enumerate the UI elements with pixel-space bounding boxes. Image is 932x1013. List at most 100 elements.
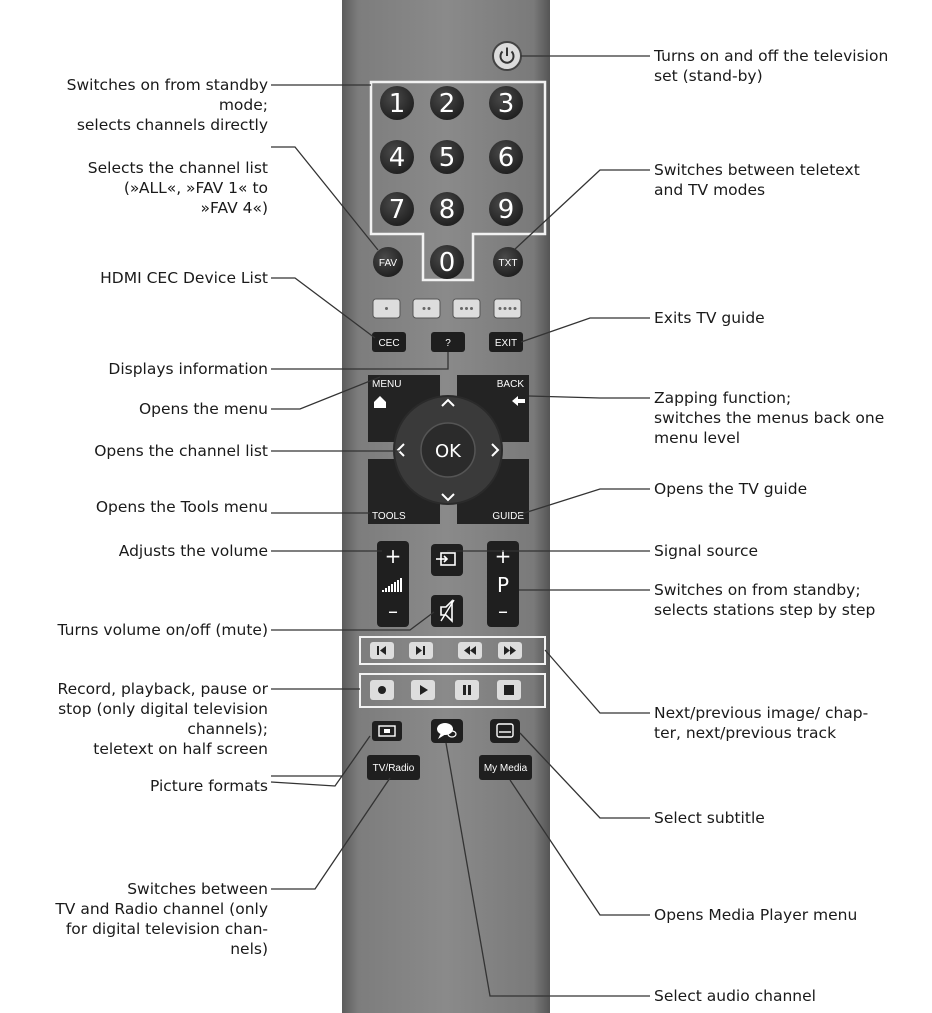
subtitle-button[interactable]: [490, 719, 520, 743]
info-button[interactable]: ?: [431, 332, 465, 352]
svg-text:My Media: My Media: [484, 763, 528, 774]
digit-key-3[interactable]: 3: [489, 86, 523, 120]
label-tv-radio: Switches between TV and Radio channel (o…: [55, 880, 268, 958]
label-audio-channel: Select audio channel: [654, 987, 816, 1005]
svg-text:6: 6: [498, 143, 515, 173]
mute-button[interactable]: [431, 595, 463, 627]
label-back: Zapping function; switches the menus bac…: [654, 389, 885, 447]
svg-text:OK: OK: [435, 441, 462, 462]
source-button[interactable]: [431, 544, 463, 576]
svg-text:3: 3: [498, 89, 515, 119]
stop-icon: [504, 685, 514, 695]
svg-text:TV/Radio: TV/Radio: [373, 763, 415, 774]
label-guide: Opens the TV guide: [654, 480, 808, 498]
right-arrow-icon: [491, 443, 500, 457]
picture-format-button[interactable]: [372, 721, 402, 741]
power-button[interactable]: [492, 41, 522, 71]
svg-text:+: +: [385, 544, 402, 568]
digit-key-6[interactable]: 6: [489, 140, 523, 174]
svg-text:BACK: BACK: [497, 379, 525, 390]
mute-speaker-icon: [440, 599, 455, 623]
svg-text:?: ?: [445, 338, 451, 349]
subtitle-icon: [496, 723, 514, 738]
digit-key-7[interactable]: 7: [380, 192, 414, 226]
svg-text:8: 8: [439, 195, 456, 225]
cec-button[interactable]: CEC: [372, 332, 406, 352]
digit-key-8[interactable]: 8: [430, 192, 464, 226]
svg-text:EXIT: EXIT: [495, 338, 517, 349]
stop-button[interactable]: [497, 680, 521, 700]
pause-button[interactable]: [455, 680, 479, 700]
label-picture-formats: Picture formats: [149, 777, 268, 795]
svg-text:–: –: [388, 599, 398, 623]
svg-text:2: 2: [439, 89, 456, 119]
skip-previous-icon: [377, 646, 386, 655]
digit-key-1[interactable]: 1: [380, 86, 414, 120]
exit-button[interactable]: EXIT: [489, 332, 523, 352]
digit-key-2[interactable]: 2: [430, 86, 464, 120]
svg-text:FAV: FAV: [379, 258, 397, 269]
volume-rocker[interactable]: + –: [377, 541, 409, 627]
volume-level-icon: [382, 578, 402, 592]
digit-key-9[interactable]: 9: [489, 192, 523, 226]
skip-next-button[interactable]: [409, 642, 433, 659]
svg-text:0: 0: [439, 248, 456, 278]
svg-text:P: P: [497, 573, 509, 597]
label-teletext: Switches between teletext and TV modes: [654, 161, 860, 199]
label-standby-digits: Switches on from standby mode; selects c…: [66, 76, 268, 134]
record-button[interactable]: [370, 680, 394, 700]
rewind-button[interactable]: [458, 642, 482, 659]
label-exit: Exits TV guide: [654, 309, 765, 327]
play-button[interactable]: [411, 680, 435, 700]
down-arrow-icon: [441, 493, 455, 502]
svg-text:4: 4: [389, 143, 406, 173]
color-key-yellow[interactable]: [452, 298, 481, 319]
up-arrow-icon: [441, 398, 455, 407]
label-mute: Turns volume on/off (mute): [57, 621, 268, 639]
ok-button[interactable]: OK: [420, 422, 476, 478]
fast-forward-button[interactable]: [498, 642, 522, 659]
my-media-button[interactable]: My Media: [479, 755, 532, 780]
color-key-green[interactable]: [412, 298, 441, 319]
play-icon: [420, 685, 428, 695]
label-record-playback: Record, playback, pause or stop (only di…: [57, 680, 268, 758]
speech-bubble-icon: [437, 723, 457, 739]
svg-text:CEC: CEC: [378, 338, 399, 349]
fast-forward-icon: [504, 646, 516, 655]
picture-format-icon: [378, 725, 396, 737]
svg-text:1: 1: [389, 89, 406, 119]
color-key-blue[interactable]: [493, 298, 522, 319]
color-key-red[interactable]: [372, 298, 401, 319]
label-signal-source: Signal source: [654, 542, 759, 560]
svg-text:7: 7: [389, 195, 406, 225]
label-info: Displays information: [108, 360, 268, 378]
tv-radio-button[interactable]: TV/Radio: [367, 755, 420, 780]
source-icon: [436, 552, 456, 566]
svg-text:MENU: MENU: [372, 379, 401, 390]
rewind-icon: [464, 646, 476, 655]
left-arrow-icon: [396, 443, 405, 457]
txt-button[interactable]: TXT: [493, 247, 523, 277]
digit-key-4[interactable]: 4: [380, 140, 414, 174]
label-channel-list: Opens the channel list: [94, 442, 268, 460]
svg-text:9: 9: [498, 195, 515, 225]
leader-lines: [270, 84, 449, 890]
program-rocker[interactable]: + P –: [487, 541, 519, 627]
label-program: Switches on from standby; selects statio…: [654, 581, 876, 619]
home-icon: [374, 396, 386, 408]
svg-text:+: +: [495, 544, 512, 568]
svg-text:5: 5: [439, 143, 456, 173]
label-hdmi-cec: HDMI CEC Device List: [100, 269, 268, 287]
digit-key-5[interactable]: 5: [430, 140, 464, 174]
fav-button[interactable]: FAV: [373, 247, 403, 277]
skip-next-icon: [416, 646, 425, 655]
skip-previous-button[interactable]: [370, 642, 394, 659]
audio-channel-button[interactable]: [431, 719, 463, 743]
label-subtitle: Select subtitle: [654, 809, 765, 827]
label-next-previous: Next/previous image/ chap- ter, next/pre…: [654, 704, 869, 742]
svg-text:GUIDE: GUIDE: [492, 511, 524, 522]
digit-key-0[interactable]: 0: [430, 245, 464, 279]
record-icon: [378, 686, 386, 694]
